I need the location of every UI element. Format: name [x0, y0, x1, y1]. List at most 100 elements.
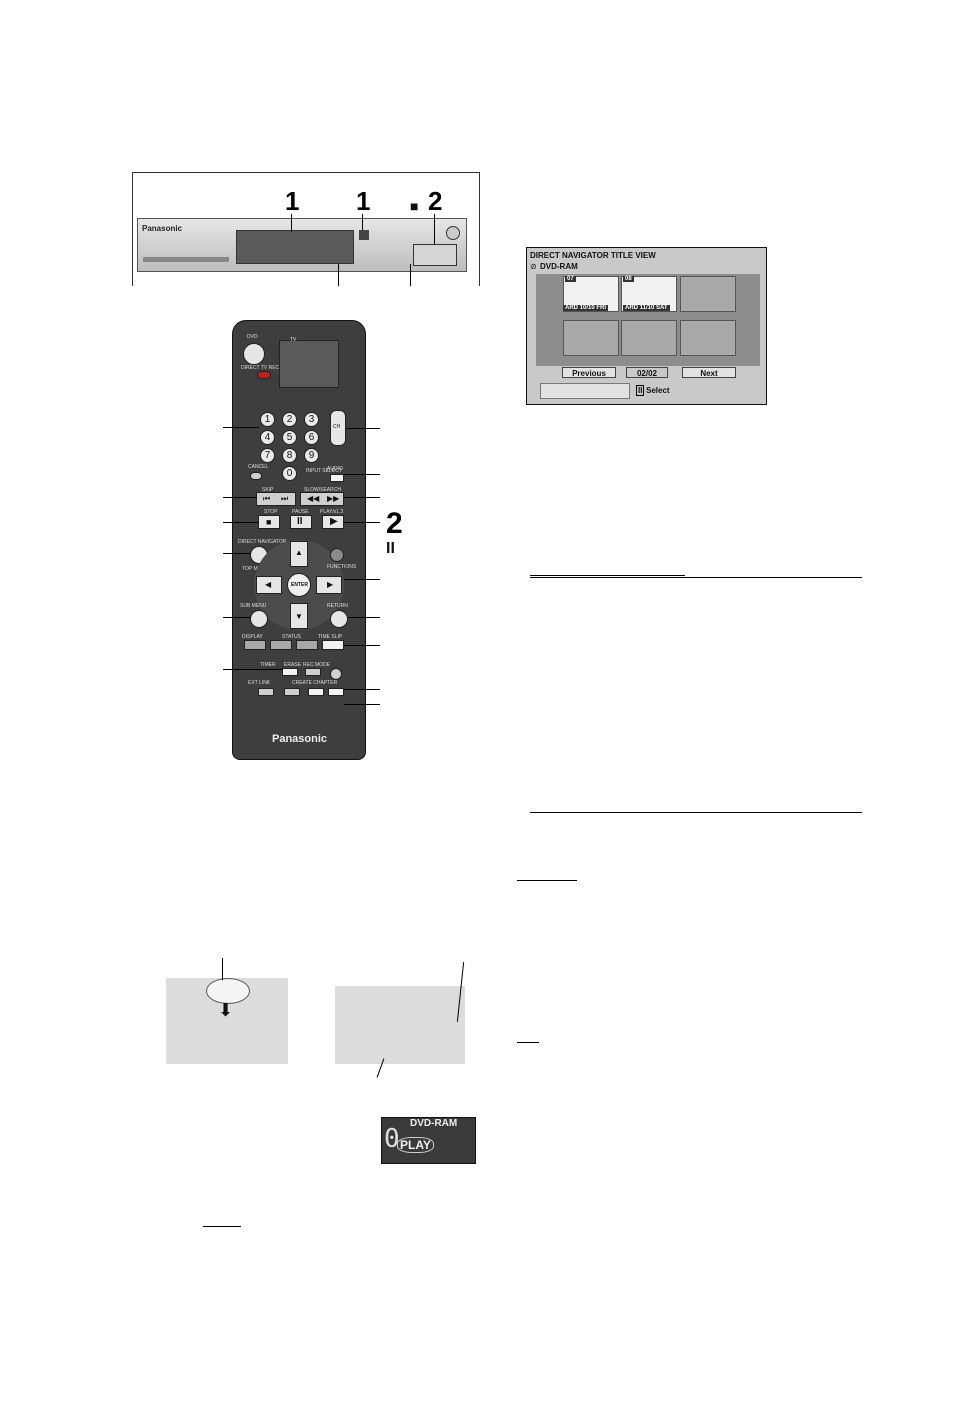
deck-brand-logo: Panasonic: [142, 224, 183, 233]
remote-label-tv: TV: [290, 337, 297, 343]
disc-icon: ⊘: [530, 262, 537, 271]
remote-label-input-select: INPUT SELECT: [306, 468, 342, 474]
remote-label-skip: SKIP: [262, 487, 274, 493]
pause-icon: II: [636, 385, 645, 396]
deck-power-icon: [446, 226, 460, 240]
remote-label-function: FUNCTIONS: [327, 564, 357, 570]
pause-button: II: [290, 515, 312, 529]
remote-label-time-slip: TIME SLIP: [318, 634, 343, 640]
channel-up-down-button: [330, 410, 346, 446]
digit-button: 3: [304, 412, 319, 427]
callout-stop-play: 2: [428, 186, 443, 216]
ext-link-button: [258, 688, 274, 696]
deck-disc-tray: [236, 230, 354, 264]
remote-label-top-menu: TOP MENU: [242, 566, 269, 572]
navigator-title: DIRECT NAVIGATOR TITLE VIEW: [530, 251, 656, 260]
underline-rule: [517, 880, 577, 881]
display-button: [244, 640, 266, 650]
title-caption: ARD 10/10 FRI: [563, 305, 609, 311]
leader-line: [344, 689, 380, 690]
tv-control-area: [279, 340, 339, 388]
button: [328, 688, 344, 696]
leader-line: [410, 264, 411, 286]
digit-button: 2: [282, 412, 297, 427]
play-button: ▶: [322, 515, 344, 529]
underline-rule: [203, 1226, 241, 1227]
empty-thumbnail: [680, 276, 736, 312]
page-indicator: 02/02: [626, 367, 668, 378]
leader-line: [362, 214, 363, 230]
create-chapter-button: [308, 688, 324, 696]
remote-label-status: STATUS: [282, 634, 301, 640]
next-button: Next: [682, 367, 736, 378]
empty-thumbnail: [563, 320, 619, 356]
arrow-down-icon: ▼: [295, 612, 303, 621]
display-disc-type: DVD-RAM: [410, 1118, 458, 1129]
empty-thumbnail: [680, 320, 736, 356]
function-button: [330, 548, 344, 562]
section-rule: [530, 575, 685, 576]
skip-back-icon: ⏮: [263, 494, 271, 503]
remote-label-play: PLAY/x1.3: [320, 509, 344, 515]
remote-brand-logo: Panasonic: [272, 733, 328, 745]
leader-line: [344, 522, 380, 523]
leader-line: [223, 617, 251, 618]
leader-line: [344, 474, 380, 475]
remote-label-ext-link: EXT LINK: [248, 680, 271, 686]
skip-forward-icon: ⏭: [281, 494, 289, 503]
leader-line: [291, 214, 292, 232]
colour-button: [270, 640, 292, 650]
leader-line: [223, 669, 283, 670]
select-label: Select: [646, 386, 670, 395]
title-number: 08: [623, 276, 634, 282]
digit-button: 4: [260, 430, 275, 445]
leader-line: [338, 264, 339, 286]
leader-line: [223, 522, 259, 523]
deck-slot: [143, 257, 229, 262]
remote-label-dvd: DVD: [247, 334, 258, 340]
stop-button: ■: [258, 515, 280, 529]
digit-button: 0: [282, 466, 297, 481]
audio-button: [330, 474, 344, 482]
cursor-up-button: ▲: [290, 541, 308, 567]
underline-rule: [517, 1042, 539, 1043]
deck-control-buttons: [413, 244, 457, 266]
time-slip-button: [322, 640, 344, 650]
previous-button: Previous: [562, 367, 616, 378]
remote-label-rec-mode: REC MODE: [303, 662, 330, 668]
title-number: 07: [565, 276, 576, 282]
arrow-left-icon: ◀: [265, 580, 272, 589]
section-rule: [530, 812, 862, 813]
remote-label-direct-tv-rec: DIRECT TV REC: [241, 365, 280, 371]
skip-buttons: ⏮⏭: [256, 492, 296, 506]
disc-icon: [206, 978, 250, 1004]
erase-button: [282, 668, 298, 676]
remote-label-ch: CH: [333, 424, 341, 430]
stop-icon: ■: [266, 517, 272, 527]
arrow-right-icon: ▶: [327, 580, 334, 589]
cartridge-insert-illustration: [335, 986, 465, 1064]
remote-label-stop: STOP: [264, 509, 278, 515]
leader-line: [222, 958, 223, 980]
remote-label-return: RETURN: [327, 603, 348, 609]
power-icon: [243, 343, 265, 365]
callout-stop-symbol: ■: [410, 198, 419, 214]
leader-line: [346, 428, 380, 429]
remote-label-sub-menu: SUB MENU: [240, 603, 267, 609]
digit-button: 1: [260, 412, 275, 427]
empty-thumbnail: [621, 320, 677, 356]
remote-label-create-chapter: CREATE CHAPTER: [292, 680, 338, 686]
enter-label: ENTER: [291, 582, 308, 588]
deck-illustration-frame: [132, 172, 480, 286]
display-digits: 0: [384, 1124, 400, 1154]
digit-button: 8: [282, 448, 297, 463]
remote-label-pause: PAUSE: [292, 509, 309, 515]
direct-tv-rec-button: [257, 371, 271, 379]
callout-play: 2: [386, 507, 403, 540]
leader-line: [344, 497, 380, 498]
button: [284, 688, 300, 696]
rec-button: [330, 668, 342, 680]
remote-label-audio: AUDIO: [327, 466, 343, 472]
pause-icon: II: [297, 516, 303, 527]
remote-label-slow-search: SLOW/SEARCH: [304, 487, 341, 493]
